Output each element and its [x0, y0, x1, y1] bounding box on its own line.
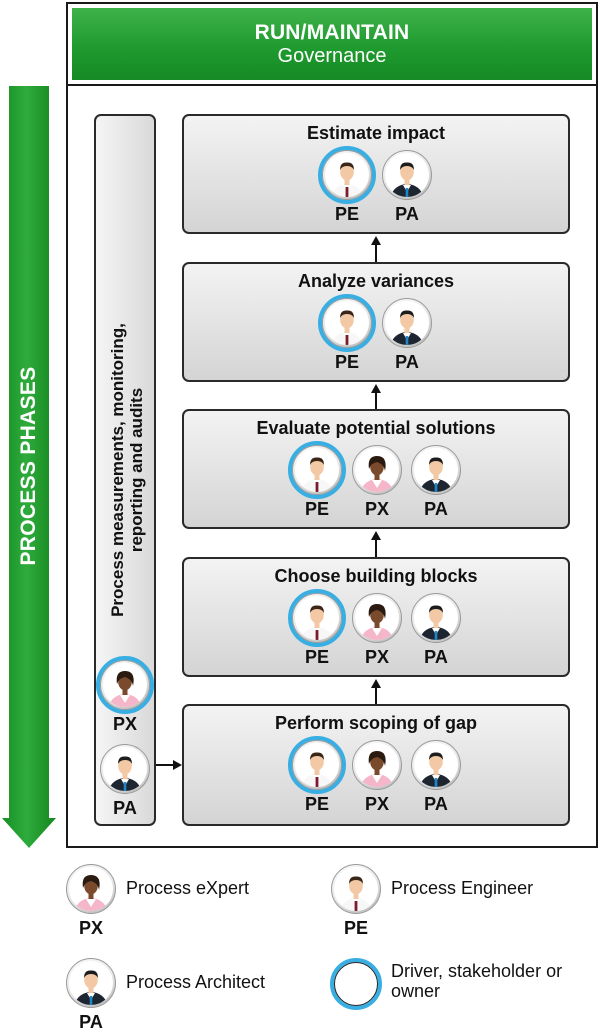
legend-px-abbr: PX — [78, 918, 103, 938]
step-title: Choose building blocks — [274, 566, 478, 586]
role-label: PE — [334, 352, 359, 372]
role-label: PA — [395, 352, 419, 372]
side-panel — [94, 114, 156, 826]
process-expert-avatar-icon — [66, 864, 116, 914]
legend-pe-label: Process Engineer — [391, 878, 534, 898]
process-engineer-avatar-icon — [318, 146, 376, 204]
legend-px-label: Process eXpert — [126, 878, 250, 898]
role-label: PE — [304, 499, 329, 519]
role-label: PA — [424, 794, 448, 814]
process-engineer-avatar-icon — [288, 441, 346, 499]
process-architect-avatar-icon — [382, 150, 432, 200]
process-expert-avatar-icon — [352, 445, 402, 495]
role-label: PE — [304, 794, 329, 814]
step-analyze-variances: Analyze variances — [182, 262, 570, 382]
arrow-up-icon — [371, 384, 381, 409]
role-label: PA — [424, 647, 448, 667]
role-label: PX — [112, 714, 137, 734]
header-subtitle: Governance — [277, 45, 387, 67]
header-title: RUN/MAINTAIN — [254, 21, 410, 44]
side-panel-text: Process measurements, monitoring, report… — [108, 323, 146, 617]
process-engineer-avatar-icon — [318, 294, 376, 352]
header-box: RUN/MAINTAIN Governance — [66, 2, 598, 86]
role-label: PA — [395, 204, 419, 224]
role-label: PX — [364, 794, 389, 814]
process-expert-avatar-icon — [352, 740, 402, 790]
role-label: PA — [113, 798, 137, 818]
legend-driver-label: Driver, stakeholder or owner — [391, 961, 563, 1001]
header-banner: RUN/MAINTAIN Governance — [72, 8, 592, 80]
process-engineer-avatar-icon — [288, 589, 346, 647]
step-title: Estimate impact — [306, 123, 446, 143]
process-architect-avatar-icon — [100, 744, 150, 794]
process-architect-avatar-icon — [382, 298, 432, 348]
process-expert-avatar-icon — [352, 593, 402, 643]
arrow-up-icon — [371, 531, 381, 557]
role-label: PE — [304, 647, 329, 667]
process-architect-avatar-icon — [411, 740, 461, 790]
legend-pa-label: Process Architect — [126, 972, 266, 992]
legend-pa-abbr: PA — [79, 1012, 103, 1032]
legend-pe-abbr: PE — [343, 918, 368, 938]
driver-ring-icon — [330, 958, 382, 1010]
role-label: PX — [364, 647, 389, 667]
process-phases-arrow — [2, 86, 56, 848]
step-title: Evaluate potential solutions — [256, 418, 496, 438]
process-architect-avatar-icon — [411, 593, 461, 643]
step-title: Analyze variances — [297, 271, 455, 291]
process-architect-avatar-icon — [411, 445, 461, 495]
arrow-right-icon — [156, 760, 182, 770]
process-engineer-avatar-icon — [331, 864, 381, 914]
process-engineer-avatar-icon — [288, 736, 346, 794]
arrow-up-icon — [371, 679, 381, 704]
role-label: PE — [334, 204, 359, 224]
process-architect-avatar-icon — [66, 958, 116, 1008]
step-title: Perform scoping of gap — [274, 713, 478, 733]
process-phases-label: PROCESS PHASES — [17, 366, 40, 566]
step-estimate-impact: Estimate impact — [182, 114, 570, 234]
arrow-up-icon — [371, 236, 381, 262]
role-label: PX — [364, 499, 389, 519]
role-label: PA — [424, 499, 448, 519]
process-expert-avatar-icon — [96, 656, 154, 714]
